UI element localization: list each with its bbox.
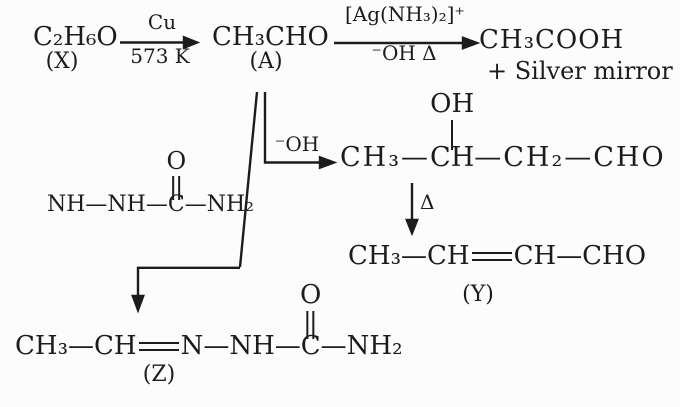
- arrow-to-z: [131, 266, 240, 314]
- formula-crotonaldehyde: CH₃—CH CH—CHO: [348, 243, 646, 269]
- formula-part: CH₃—CH: [15, 331, 137, 361]
- double-bond-vertical-icon: [172, 176, 181, 200]
- formula-part: —NH₂: [320, 331, 403, 361]
- formula-part: C: [167, 192, 185, 217]
- formula-ethanol-x: C₂H₆O: [33, 22, 118, 52]
- label-a: (A): [249, 49, 283, 74]
- temperature-label: 573 K: [130, 44, 190, 68]
- oh-label: OH: [430, 89, 475, 119]
- formula-part: —CH₂—CHO: [474, 142, 666, 173]
- double-bond-icon: [138, 341, 179, 351]
- formula-acetaldehyde-a: CH₃CHO: [212, 22, 329, 52]
- formula-part: CH₃—: [340, 142, 431, 173]
- formula-part: C: [300, 331, 321, 361]
- formula-part: CH₃—CH: [348, 241, 470, 271]
- carbonyl-group: O: [166, 149, 186, 200]
- carbonyl-o-label: O: [300, 280, 322, 310]
- single-bond-icon: [451, 120, 454, 150]
- label-y: (Y): [462, 282, 494, 307]
- formula-acetic-acid: CH₃COOH: [479, 25, 625, 55]
- carbonyl-o-label: O: [166, 147, 187, 175]
- formula-part: CH—CHO: [513, 241, 647, 271]
- formula-part: N—NH—: [180, 331, 301, 361]
- label-z: (Z): [142, 362, 176, 387]
- arrow-hydroxide: [263, 92, 338, 170]
- label-x: (X): [45, 49, 79, 74]
- oh-substituent: OH: [430, 91, 474, 150]
- formula-part: NH—NH—: [47, 192, 168, 217]
- catalyst-label: Cu: [147, 10, 177, 34]
- silver-mirror-text: + Silver mirror: [487, 57, 673, 85]
- tollens-reagent-label: [Ag(NH₃)₂]⁺: [345, 2, 465, 26]
- hydroxide-heat-label: ⁻OH Δ: [371, 41, 437, 65]
- formula-part: —NH₂: [184, 192, 254, 217]
- double-bond-vertical-icon: [306, 311, 315, 339]
- line-a-to-z: [238, 91, 259, 268]
- delta-label: Δ: [420, 190, 435, 214]
- hydroxide-label: ⁻OH: [274, 132, 320, 156]
- double-bond-icon: [471, 251, 512, 261]
- carbonyl-group: O: [300, 282, 321, 339]
- arrow-delta: [405, 183, 419, 237]
